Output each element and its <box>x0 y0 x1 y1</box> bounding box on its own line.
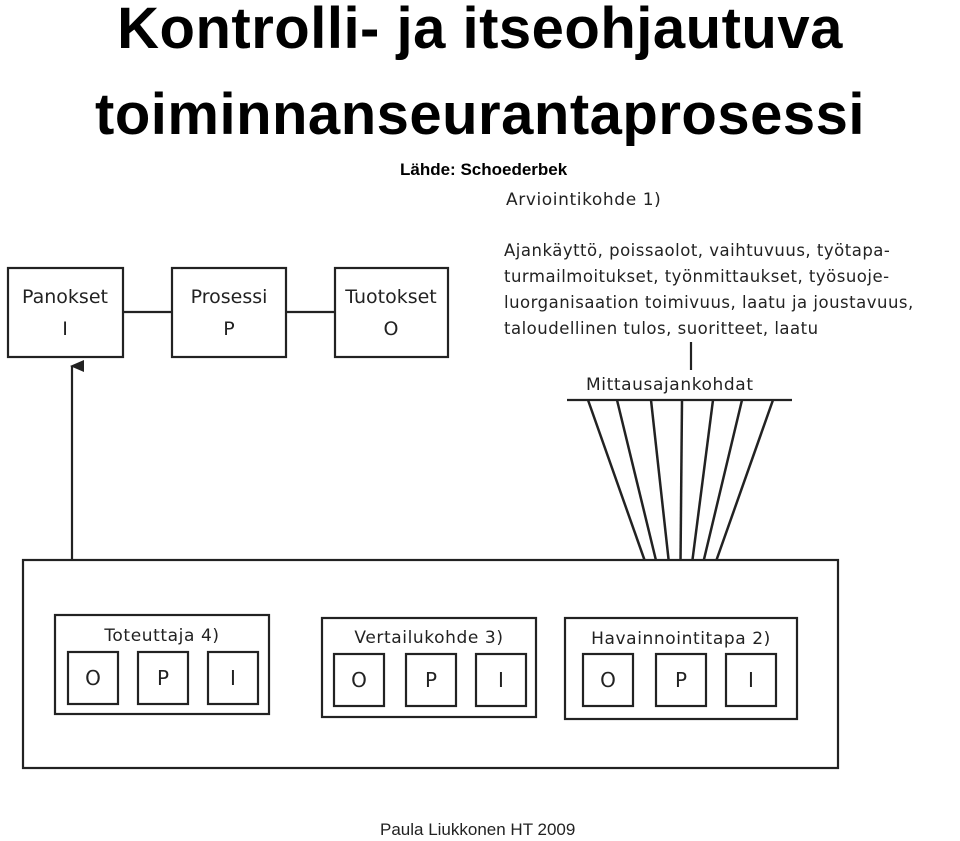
criteria-line: luorganisaation toimivuus, laatu ja jous… <box>504 293 914 312</box>
group-implementer: Toteuttaja 4) O P I <box>53 613 271 716</box>
process-label: Prosessi <box>191 286 268 308</box>
page-title-line-2: toiminnanseurantaprosessi <box>95 82 865 147</box>
cell-letter: P <box>157 666 169 690</box>
criteria-line: taloudellinen tulos, suoritteet, laatu <box>504 319 819 338</box>
outputs-box: Tuotokset O <box>333 266 450 359</box>
footer-credit: Paula Liukkonen HT 2009 <box>380 820 576 839</box>
inputs-letter: I <box>62 318 68 340</box>
criteria-line: turmailmoitukset, työnmittaukset, työsuo… <box>504 267 890 286</box>
inputs-box: Panokset I <box>6 266 125 359</box>
cell-letter: O <box>600 668 616 692</box>
cell-letter: I <box>230 666 236 690</box>
page-title-line-1: Kontrolli- ja itseohjautuva <box>117 0 843 61</box>
group-comparison: Vertailukohde 3) O P I <box>320 616 538 719</box>
cell-p <box>136 650 190 706</box>
cell-o <box>332 652 386 708</box>
cell-p <box>654 652 708 708</box>
cell-letter: P <box>675 668 687 692</box>
cell-letter: O <box>351 668 367 692</box>
timing-label: Mittausajankohdat <box>586 375 754 395</box>
source-citation: Lähde: Schoederbek <box>400 160 568 179</box>
cell-letter: I <box>498 668 504 692</box>
inputs-label: Panokset <box>22 286 108 308</box>
evaluation-heading: Arviointikohde 1) <box>506 190 661 210</box>
cell-letter: I <box>748 668 754 692</box>
group-title: Vertailukohde 3) <box>354 628 503 648</box>
group-title: Toteuttaja 4) <box>103 626 219 646</box>
cell-i <box>206 650 260 706</box>
cell-o <box>66 650 120 706</box>
group-title: Havainnointitapa 2) <box>591 629 771 649</box>
cell-i <box>474 652 528 708</box>
process-letter: P <box>223 318 234 340</box>
cell-letter: O <box>85 666 101 690</box>
cell-o <box>581 652 635 708</box>
outputs-label: Tuotokset <box>344 286 437 308</box>
outputs-letter: O <box>384 318 399 340</box>
cell-letter: P <box>425 668 437 692</box>
group-observation-method: Havainnointitapa 2) O P I <box>563 616 799 721</box>
criteria-line: Ajankäyttö, poissaolot, vaihtuvuus, työt… <box>504 241 890 260</box>
process-box: Prosessi P <box>170 266 288 359</box>
cell-i <box>724 652 778 708</box>
cell-p <box>404 652 458 708</box>
